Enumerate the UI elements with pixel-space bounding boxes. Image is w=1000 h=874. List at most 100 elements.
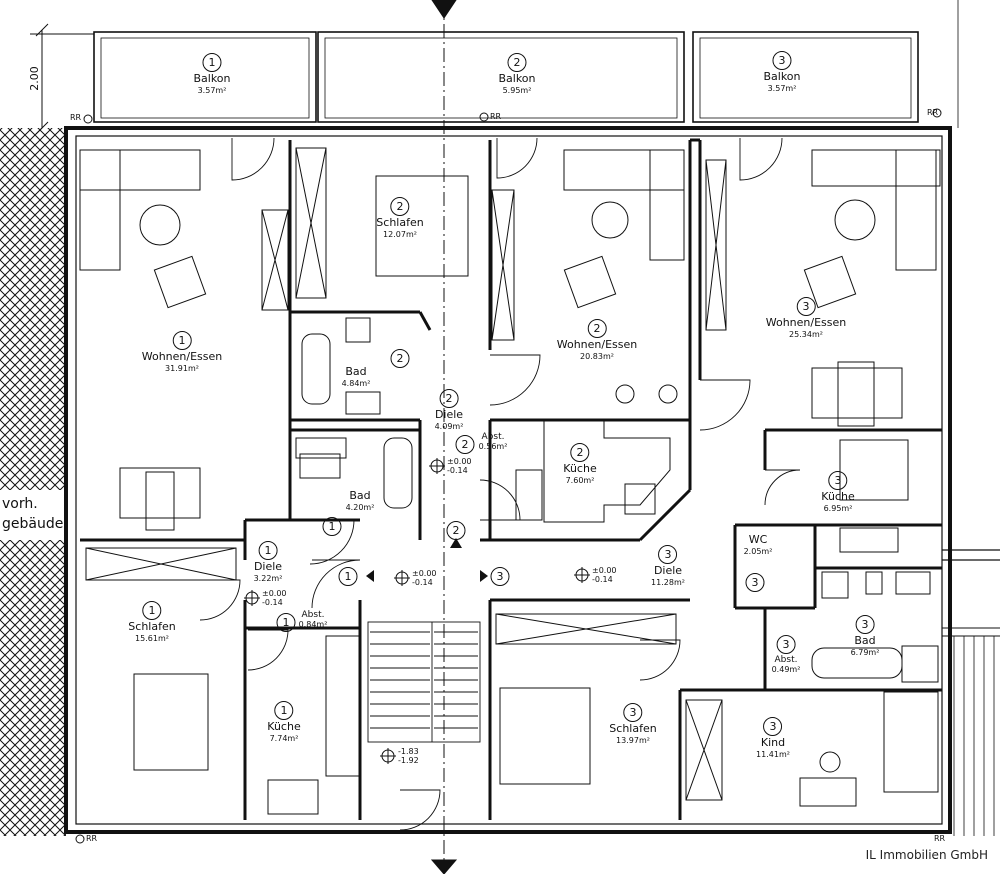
door-marker-center: 2: [446, 520, 466, 541]
room-label: 1 Schlafen 15.61m²: [128, 600, 176, 643]
room-area: 4.09m²: [434, 421, 464, 431]
rr-mark: RR: [927, 108, 939, 117]
balcony-number: 1: [202, 53, 222, 72]
door-marker-abst1: 1: [276, 612, 296, 633]
room-name: Wohnen/Essen: [765, 316, 847, 329]
company-credit: IL Immobilien GmbH: [865, 848, 988, 862]
room-name: Schlafen: [609, 722, 657, 735]
room-name: Bad: [345, 365, 367, 378]
room-area: 6.79m²: [850, 647, 880, 657]
door-marker-right: 3: [490, 566, 510, 587]
balcony-2-label: 2 Balkon 5.95m²: [498, 52, 536, 95]
room-name: Schlafen: [376, 216, 424, 229]
apartment-number: 2: [390, 349, 410, 368]
apartment-number: 2: [439, 389, 459, 408]
room-label: Abst. 0.84m²: [299, 610, 328, 630]
room-label: Bad 4.84m²: [342, 365, 371, 388]
apartment-number: 1: [274, 701, 294, 720]
apartment-number: 3: [855, 615, 875, 634]
neighbour-building-hatch: [0, 128, 66, 836]
room-name: Diele: [253, 560, 283, 573]
apartment-number: 2: [455, 435, 475, 454]
neighbour-building-label: vorh. gebäude: [2, 496, 64, 532]
outer-walls: [64, 126, 1000, 834]
room-label: 2 Diele 4.09m²: [434, 388, 464, 431]
room-name: Küche: [563, 462, 597, 475]
room-label: 3 Diele 11.28m²: [651, 544, 685, 587]
room-label: 3 Küche 6.95m²: [821, 470, 855, 513]
room-area: 0.84m²: [298, 620, 328, 630]
apartment-number: 1: [338, 567, 358, 586]
balcony-area: 5.95m²: [502, 85, 532, 95]
right-stair-lines: [953, 0, 995, 836]
apartment-number: 3: [776, 635, 796, 654]
apartment-number: 1: [142, 601, 162, 620]
room-area: 13.97m²: [616, 735, 650, 745]
balcony-number: 2: [507, 53, 527, 72]
door-swings: [199, 137, 801, 831]
landing-arrows: [366, 538, 488, 582]
apartment-number: 3: [796, 297, 816, 316]
apartment-number: 1: [172, 331, 192, 350]
room-area: 7.74m²: [269, 733, 299, 743]
room-name: Abst.: [774, 655, 798, 665]
section-line: [430, 0, 458, 874]
balcony-number: 3: [772, 51, 792, 70]
apartment-number: 3: [623, 703, 643, 722]
room-area: 7.60m²: [565, 475, 595, 485]
apartment-number: 1: [276, 613, 296, 632]
door-marker-left: 1: [338, 566, 358, 587]
room-area: 20.83m²: [580, 351, 614, 361]
room-label: 3 Kind 11.41m²: [756, 716, 790, 759]
fixtures: [267, 317, 939, 815]
room-area: 3.22m²: [253, 573, 283, 583]
room-label: 2 Küche 7.60m²: [563, 442, 597, 485]
rr-ticks: [75, 108, 942, 844]
apartment-number: 2: [570, 443, 590, 462]
level-markers: [244, 458, 590, 764]
room-label: 1 Küche 7.74m²: [267, 700, 301, 743]
dimension-line: [30, 23, 94, 135]
room-label: 2 Wohnen/Essen 20.83m²: [556, 318, 638, 361]
room-name: Wohnen/Essen: [556, 338, 638, 351]
room-name: Diele: [653, 564, 683, 577]
room-label: Abst. 0.56m²: [479, 432, 508, 452]
door-marker-bath1: 1: [322, 516, 342, 537]
level-landing: ±0.00 -0.14: [412, 569, 437, 587]
room-name: Abst.: [301, 610, 325, 620]
apartment-number: 3: [490, 567, 510, 586]
apartment-number: 2: [446, 521, 466, 540]
balcony-name: Balkon: [498, 72, 536, 85]
rr-mark: RR: [86, 834, 98, 843]
room-name: WC: [748, 533, 768, 546]
level-apt3: ±0.00 -0.14: [592, 566, 617, 584]
room-area: 15.61m²: [135, 633, 169, 643]
room-label: 3 Wohnen/Essen 25.34m²: [765, 296, 847, 339]
wc-number-label: 3: [745, 572, 765, 593]
room-area: 6.95m²: [823, 503, 853, 513]
balcony-1-label: 1 Balkon 3.57m²: [193, 52, 231, 95]
apartment-number: 3: [658, 545, 678, 564]
balconies: [93, 31, 919, 123]
apartment-number: 2: [390, 197, 410, 216]
balcony-name: Balkon: [193, 72, 231, 85]
room-label: 3 Schlafen 13.97m²: [609, 702, 657, 745]
balcony-area: 3.57m²: [197, 85, 227, 95]
room-name: Diele: [434, 408, 464, 421]
apartment-number: 2: [587, 319, 607, 338]
door-marker-diele2: 2: [390, 348, 410, 369]
room-label: Bad 4.20m²: [346, 489, 375, 512]
room-label: 3 Bad 6.79m²: [850, 614, 880, 657]
apartment-number: 1: [322, 517, 342, 536]
level-stair: -1.83 -1.92: [398, 747, 419, 765]
room-area: 2.05m²: [743, 546, 773, 556]
room-area: 11.28m²: [651, 577, 685, 587]
apartment-number: 3: [828, 471, 848, 490]
staircase: [367, 621, 481, 743]
apartment-number: 3: [745, 573, 765, 592]
room-area: 11.41m²: [756, 749, 790, 759]
dimension-value: 2.00: [27, 66, 41, 91]
level-apt1: ±0.00 -0.14: [262, 589, 287, 607]
room-label: 3 Abst. 0.49m²: [772, 634, 800, 675]
